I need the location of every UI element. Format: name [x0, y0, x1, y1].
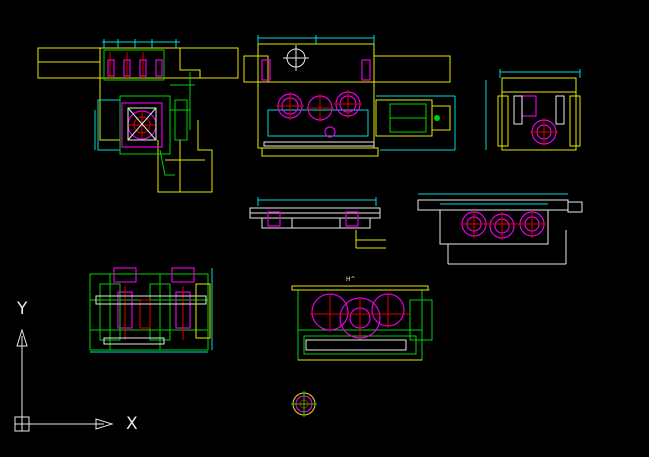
- view-middle-section[interactable]: [249, 197, 386, 249]
- view-top-left-assembly[interactable]: [37, 39, 239, 193]
- ucs-x-label: X: [126, 414, 138, 434]
- view-small-detail[interactable]: [291, 391, 317, 417]
- view-lower-center-gearbox[interactable]: H^: [291, 276, 433, 361]
- ucs-y-label: Y: [16, 299, 28, 319]
- view-label-lower-center: H^: [346, 276, 356, 283]
- ucs-axis-icon: [14, 328, 114, 432]
- view-top-center-gearbox[interactable]: [243, 35, 456, 157]
- view-right-section[interactable]: [417, 193, 583, 265]
- motor-marker: [434, 115, 440, 121]
- view-lower-left-assembly[interactable]: [89, 267, 213, 353]
- view-top-right-side[interactable]: [485, 69, 581, 151]
